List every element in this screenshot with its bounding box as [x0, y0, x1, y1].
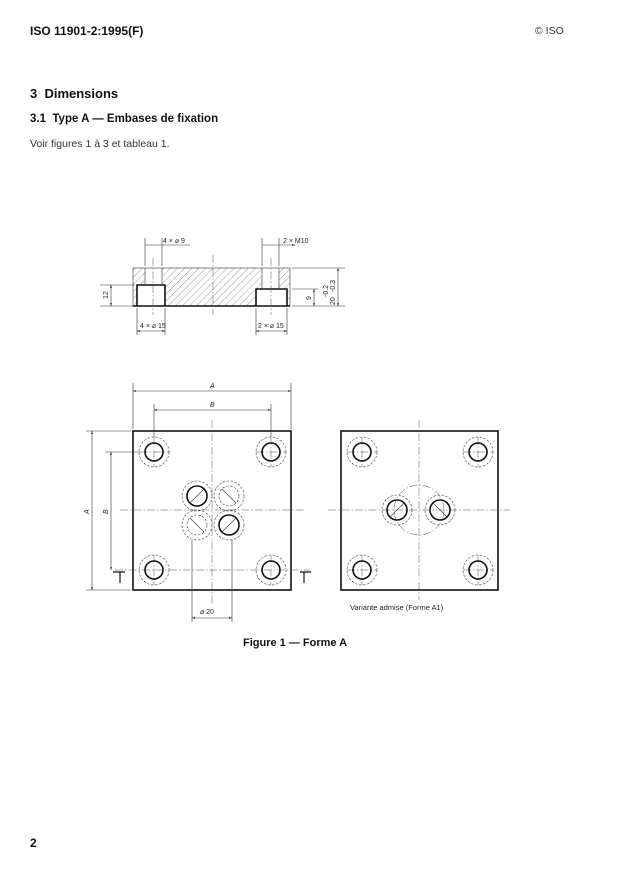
- label-tol-lower: -0.3: [330, 280, 337, 292]
- label-tol-upper: -0.2: [323, 285, 330, 297]
- document-id: ISO 11901-2:1995(F): [30, 24, 144, 38]
- plan-view-form-a: A B A B ⌀ 20: [84, 383, 311, 622]
- dim-b-side: B: [103, 509, 110, 514]
- label-20: 20: [330, 297, 337, 305]
- plan-view-form-a1: [328, 420, 510, 600]
- label-4x-d15: 4 × ⌀ 15: [140, 323, 166, 330]
- label-2x-m10: 2 × M10: [283, 238, 309, 245]
- section-title: 3 Dimensions: [30, 86, 119, 101]
- section-view: 4 × ⌀ 9 2 × M10 4 × ⌀ 15 2 × ⌀ 15 12 9 -…: [100, 238, 345, 335]
- label-12: 12: [103, 291, 110, 299]
- label-4x-d9: 4 × ⌀ 9: [163, 238, 185, 245]
- page-number: 2: [30, 836, 37, 850]
- copyright: © ISO: [535, 25, 564, 37]
- dim-b-top: B: [210, 402, 215, 409]
- mounting-holes: [138, 436, 287, 586]
- dim-d20: ⌀ 20: [200, 609, 214, 616]
- variant-caption: Variante admise (Forme A1): [350, 603, 444, 612]
- figure-caption: Figure 1 — Forme A: [243, 637, 348, 649]
- dim-a-top: A: [209, 383, 215, 390]
- body-text: Voir figures 1 à 3 et tableau 1.: [30, 138, 170, 150]
- label-2x-d15: 2 × ⌀ 15: [258, 323, 284, 330]
- port-holes: [181, 480, 245, 541]
- dim-a-side: A: [84, 509, 91, 515]
- label-9: 9: [306, 296, 313, 300]
- subsection-title: 3.1 Type A — Embases de fixation: [30, 113, 219, 125]
